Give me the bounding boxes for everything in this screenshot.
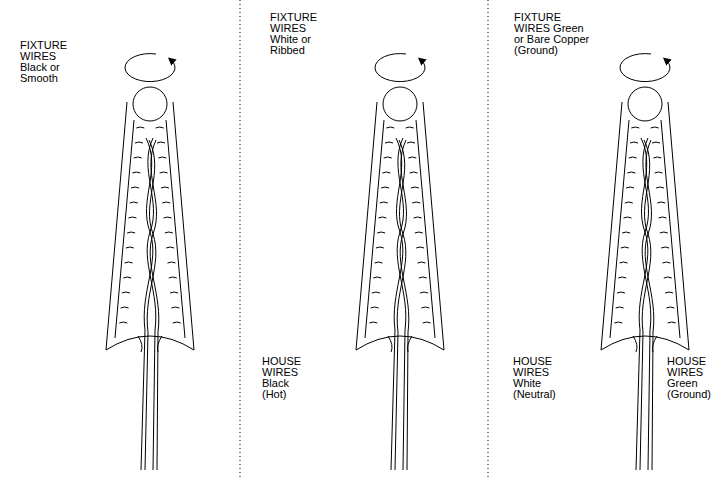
house-wire-label: HOUSE WIRES White (Neutral) [513,356,563,400]
wire-nut [356,54,444,470]
wire-nut [106,54,194,470]
wire-nut [601,54,689,470]
house-wire-label: HOUSE WIRES Black (Hot) [262,356,312,400]
fixture-wire-label: FIXTURE WIRES Green or Bare Copper (Grou… [514,12,590,56]
fixture-wire-label: FIXTURE WIRES Black or Smooth [20,40,74,84]
fixture-wire-label: FIXTURE WIRES White or Ribbed [270,12,324,56]
divider [240,0,241,479]
divider [488,0,489,479]
house-wire-label: HOUSE WIRES Green (Ground) [667,356,717,400]
